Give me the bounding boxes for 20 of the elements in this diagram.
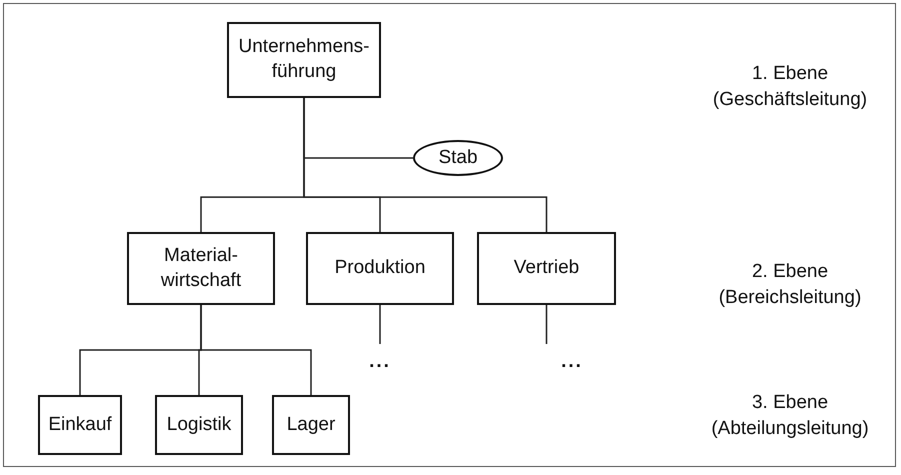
org-box: Produktion	[306, 232, 454, 305]
level-label: 1. Ebene	[750, 62, 830, 86]
level-label: (Bereichsleitung)	[718, 286, 862, 310]
level-label: 3. Ebene	[750, 391, 830, 415]
level-label: (Abteilungsleitung)	[710, 417, 870, 441]
ellipsis-text: ...	[554, 350, 590, 374]
org-box: Vertrieb	[477, 232, 616, 305]
connector-line	[546, 305, 548, 344]
connector-line	[200, 305, 312, 395]
org-box: Einkauf	[38, 395, 122, 455]
level-label: (Geschäftsleitung)	[712, 88, 868, 112]
ellipsis-text: ...	[362, 350, 398, 374]
org-box: Material- wirtschaft	[127, 232, 275, 305]
connector-line	[379, 305, 381, 344]
org-box: Logistik	[155, 395, 243, 455]
org-box: Lager	[272, 395, 350, 455]
staff-ellipse: Stab	[413, 140, 503, 176]
level-label: 2. Ebene	[750, 260, 830, 284]
org-box: Unternehmens- führung	[227, 22, 381, 98]
connector-line	[303, 98, 548, 232]
